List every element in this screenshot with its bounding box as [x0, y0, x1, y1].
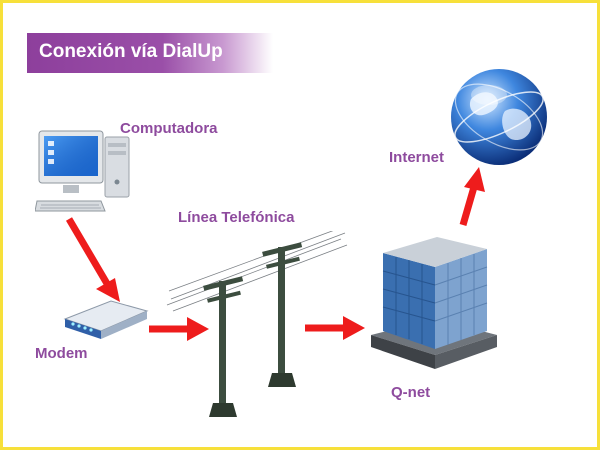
- globe-icon: [451, 69, 547, 165]
- modem-label: Modem: [35, 345, 88, 362]
- isp-label: Q-net: [391, 384, 431, 401]
- arrow-modem-to-line: [149, 317, 209, 341]
- office-building-icon: [371, 237, 497, 369]
- telephone-pole-icon: [166, 231, 348, 417]
- computer-icon: [35, 130, 130, 212]
- internet-label: Internet: [389, 149, 445, 166]
- computer-label: Computadora: [120, 120, 218, 137]
- phone-line-label: Línea Telefónica: [178, 209, 295, 226]
- arrow-computer-to-modem: [65, 217, 120, 302]
- arrow-line-to-isp: [305, 316, 365, 340]
- title-banner: Conexión vía DialUp: [27, 33, 273, 73]
- arrow-isp-to-internet: [459, 167, 485, 226]
- diagram-title: Conexión vía DialUp: [39, 41, 223, 62]
- modem-icon: [63, 300, 149, 339]
- connection-arrows: [65, 167, 485, 341]
